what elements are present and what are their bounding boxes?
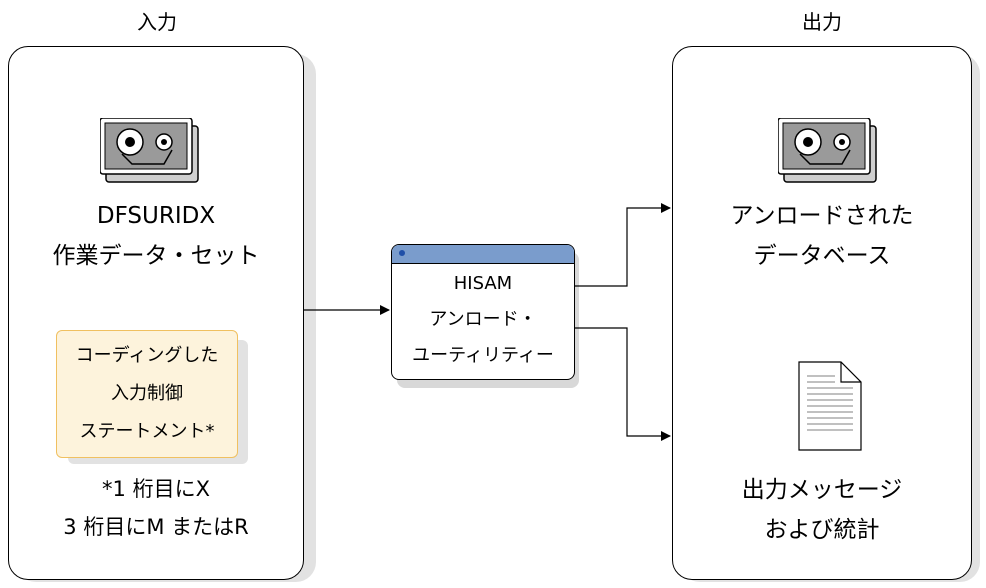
utility-title-bar <box>392 245 574 264</box>
output-messages-label: 出力メッセージ および統計 <box>672 470 972 550</box>
unloaded-db-line: データベース <box>753 243 891 269</box>
messages-line: 出力メッセージ <box>741 477 903 503</box>
arrow-utility-to-messages <box>575 327 671 441</box>
utility-line: HISAM <box>453 273 513 294</box>
dataset-desc: 作業データ・セット <box>52 243 260 269</box>
utility-line: アンロード・ <box>429 309 537 330</box>
note-line: コーディングした <box>75 345 219 366</box>
output-title: 出力 <box>802 10 842 34</box>
unloaded-db-line: アンロードされた <box>730 203 914 229</box>
footnote-line: 3 桁目にM またはR <box>63 515 249 539</box>
input-dataset-label: DFSURIDX 作業データ・セット <box>8 196 304 276</box>
note-line: ステートメント* <box>79 421 215 442</box>
control-statements-note: コーディングした 入力制御 ステートメント* <box>56 330 238 458</box>
hisam-unload-utility: HISAM アンロード・ ユーティリティー <box>391 244 575 380</box>
arrow-utility-to-database <box>575 203 671 287</box>
unloaded-database-label: アンロードされた データベース <box>672 196 972 276</box>
note-line: 入力制御 <box>111 383 183 404</box>
footnote-line: *1 桁目にX <box>102 477 210 501</box>
footnote: *1 桁目にX 3 桁目にM またはR <box>8 470 304 546</box>
utility-line: ユーティリティー <box>412 345 554 366</box>
document-icon <box>798 361 862 451</box>
window-dot-icon <box>399 250 405 256</box>
messages-line: および統計 <box>764 517 880 543</box>
tape-drive-icon <box>100 118 199 183</box>
input-title: 入力 <box>137 10 177 34</box>
tape-drive-icon <box>778 118 877 183</box>
dataset-name: DFSURIDX <box>96 203 216 229</box>
